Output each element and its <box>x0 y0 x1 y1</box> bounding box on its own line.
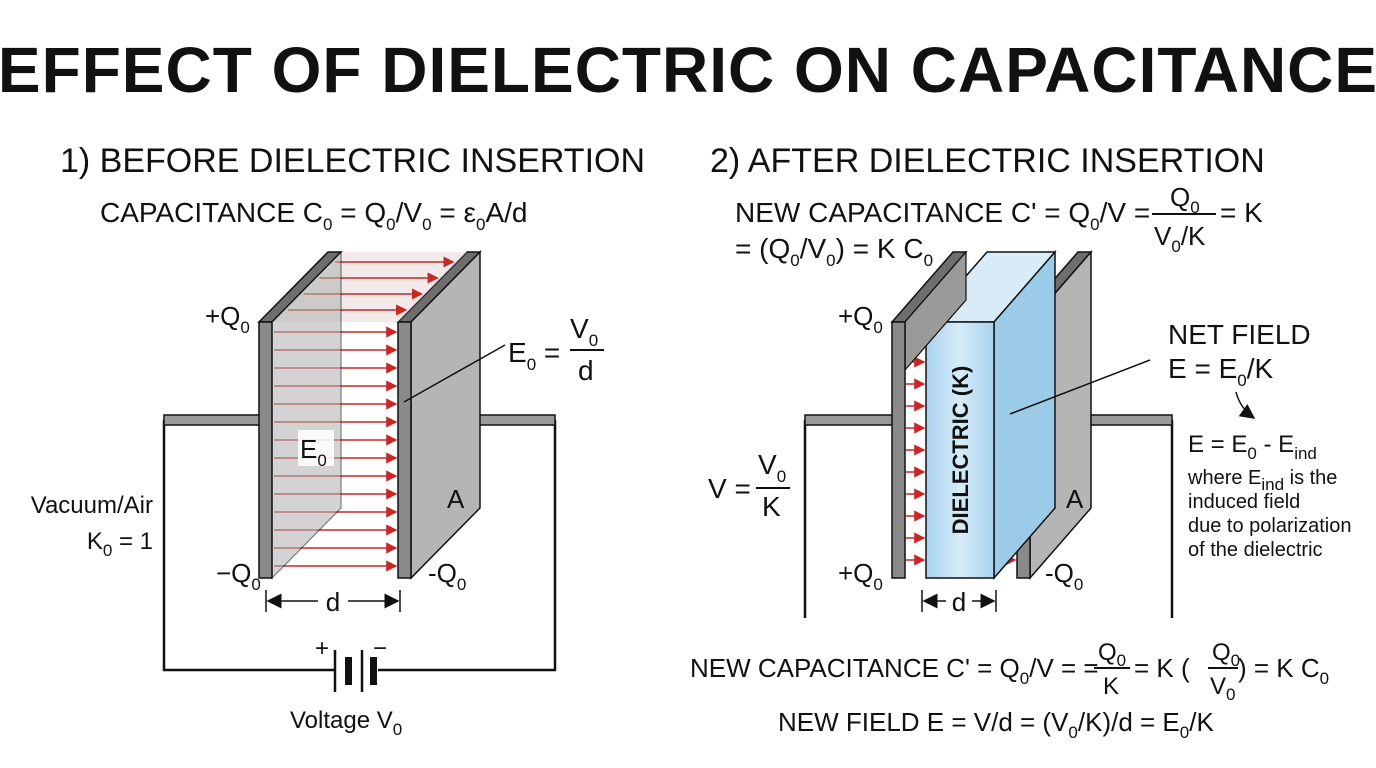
svg-text:) = K C0: ) = K C0 <box>1238 653 1329 688</box>
svg-text:V0: V0 <box>1210 673 1235 704</box>
right-plus-charge-top: +Q0 <box>838 301 883 337</box>
right-plus-charge-bottom: +Q0 <box>838 558 883 594</box>
svg-text:= (Q0/V0) = K C0: = (Q0/V0) = K C0 <box>735 233 933 270</box>
induced-note-line2: induced field <box>1188 491 1300 513</box>
left-field-pointer <box>403 344 506 403</box>
svg-text:d: d <box>578 355 594 386</box>
right-newfield-formula: NEW FIELD E = V/d = (V0/K)/d = E0/K <box>778 707 1214 742</box>
page-title: EFFECT OF DIELECTRIC ON CAPACITANCE <box>0 34 1376 106</box>
right-circuit-wire <box>803 420 1174 618</box>
left-circuit-wire <box>162 420 557 672</box>
svg-text:Q0: Q0 <box>1098 639 1126 670</box>
left-gap-label: d <box>326 587 340 617</box>
left-heading: 1) BEFORE DIELECTRIC INSERTION <box>60 142 645 180</box>
left-plate-negative <box>396 250 482 580</box>
right-lead-left <box>804 414 896 426</box>
dielectric-label: DIELECTRIC (K) <box>948 366 973 535</box>
svg-text:V0/K: V0/K <box>1154 221 1206 256</box>
svg-text:= K (: = K ( <box>1134 653 1190 683</box>
right-newcap-formula-top: NEW CAPACITANCE C' = Q0/V = Q0 V0/K = K … <box>735 182 1263 270</box>
right-plate-positive <box>890 250 968 579</box>
net-field-to-induced-arrow <box>1235 391 1256 419</box>
net-field-title: NET FIELD <box>1168 319 1311 350</box>
svg-text:V0: V0 <box>758 449 786 486</box>
induced-note-line4: of the dielectric <box>1188 539 1323 561</box>
left-plus-charge: +Q0 <box>205 301 250 337</box>
right-gap-label: d <box>952 587 966 617</box>
battery-plus: + <box>315 635 329 662</box>
svg-text:NEW CAPACITANCE C' = Q0/V =: NEW CAPACITANCE C' = Q0/V = <box>735 197 1150 234</box>
svg-text:V =: V = <box>708 473 751 504</box>
battery-minus: − <box>373 635 387 662</box>
left-medium-constant: K0 = 1 <box>87 528 153 560</box>
left-field-label-bg <box>298 430 334 466</box>
left-plate-positive <box>257 250 343 580</box>
svg-text:K: K <box>762 491 781 522</box>
svg-text:Q0: Q0 <box>1170 182 1200 217</box>
left-medium-label: Vacuum/Air <box>31 492 153 519</box>
right-heading: 2) AFTER DIELECTRIC INSERTION <box>710 142 1265 180</box>
left-lead-left <box>163 414 261 426</box>
svg-text:NEW CAPACITANCE C' = Q0/V = =: NEW CAPACITANCE C' = Q0/V = = <box>690 653 1099 688</box>
svg-text:= K: = K <box>1220 197 1263 228</box>
right-voltage-formula: V = V0 K <box>708 449 790 522</box>
induced-note-line1: where Eind is the <box>1187 467 1337 494</box>
net-field-pointer <box>1009 359 1151 415</box>
svg-text:E0 =: E0 = <box>508 337 560 374</box>
right-area-label: A <box>1066 484 1084 514</box>
right-field-lines-outer <box>906 334 926 566</box>
svg-text:Q0: Q0 <box>1212 639 1240 670</box>
battery-voltage-label: Voltage V0 <box>290 707 402 739</box>
left-panel: 1) BEFORE DIELECTRIC INSERTION CAPACITAN… <box>31 142 645 739</box>
right-newcap-formula-bottom: NEW CAPACITANCE C' = Q0/V = = Q0 K = K (… <box>690 639 1329 704</box>
left-capacitance-formula: CAPACITANCE C0 = Q0/V0 = ε0A/d <box>100 197 527 234</box>
left-minus-charge-right: -Q0 <box>428 558 466 594</box>
svg-text:V0: V0 <box>570 313 598 350</box>
svg-text:K: K <box>1103 673 1119 700</box>
left-minus-charge-left: −Q0 <box>216 558 261 594</box>
left-area-label: A <box>447 484 465 514</box>
battery-icon <box>333 650 377 692</box>
right-panel: 2) AFTER DIELECTRIC INSERTION NEW CAPACI… <box>690 142 1351 742</box>
induced-note-line3: due to polarization <box>1188 515 1351 537</box>
right-minus-charge: -Q0 <box>1045 558 1083 594</box>
dielectric-slab <box>924 249 1057 581</box>
induced-field-equation: E = E0 - Eind <box>1188 431 1317 463</box>
left-field-formula: E0 = V0 d <box>508 313 604 386</box>
left-field-inside-label: E0 <box>300 434 327 470</box>
net-field-formula: E = E0/K <box>1168 353 1274 390</box>
